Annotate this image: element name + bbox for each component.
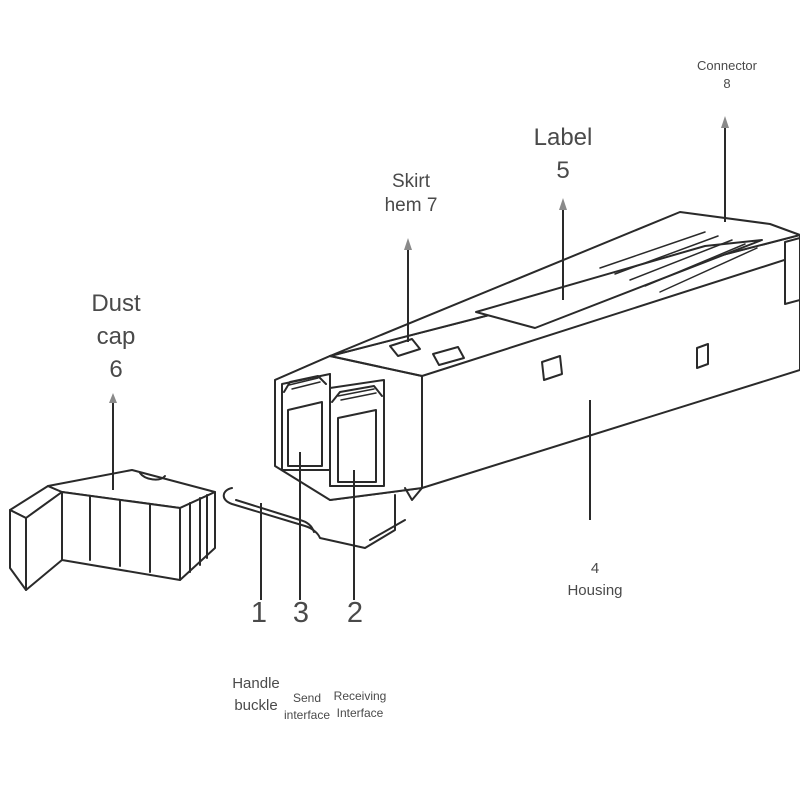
- label-handle-buckle: Handle buckle: [232, 673, 280, 717]
- housing-line1: Housing: [567, 582, 623, 599]
- send-port: [287, 401, 323, 467]
- send-interface-number: 3: [292, 597, 310, 629]
- label-receiving-interface: Receiving Interface: [334, 688, 387, 722]
- label-dust-cap: Dust cap 6: [91, 287, 140, 386]
- send-interface-line1: Send: [292, 691, 322, 705]
- skirt-hem-hole-1: [389, 338, 421, 357]
- connector-area: [784, 237, 800, 305]
- dust-cap-part: [9, 469, 216, 591]
- label-connector: Connector 8: [697, 57, 757, 93]
- skirt-hem-line1: Skirt: [392, 171, 430, 192]
- receiving-interface-line1: Receiving: [333, 689, 387, 703]
- label-skirt-hem: Skirt hem 7: [385, 170, 438, 218]
- receiving-interface-number: 2: [346, 597, 364, 629]
- connector-line1: Connector: [697, 58, 757, 73]
- dust-cap-line2: cap: [96, 323, 136, 350]
- dust-cap-number: 6: [109, 356, 123, 383]
- skirt-hem-line2: hem 7: [384, 195, 438, 216]
- optical-ports: [281, 373, 385, 487]
- leader-lines: [112, 128, 726, 600]
- label-line1: Label: [533, 124, 593, 151]
- dust-cap-line1: Dust: [91, 290, 141, 317]
- label-number: 5: [556, 157, 570, 184]
- skirt-hem-hole-2: [432, 346, 465, 366]
- receiving-interface-line2: Interface: [336, 706, 384, 720]
- housing-number: 4: [590, 560, 600, 577]
- send-interface-line2: interface: [283, 708, 331, 722]
- label-send-interface: Send interface: [284, 690, 330, 724]
- label-label: Label 5: [534, 121, 593, 187]
- label-housing: 4 Housing: [567, 558, 622, 602]
- handle-buckle-number: 1: [250, 597, 268, 629]
- leader-tips: [109, 116, 729, 403]
- handle-buckle-line1: Handle: [232, 675, 280, 692]
- receive-port: [337, 409, 377, 483]
- handle-buckle-line2: buckle: [234, 697, 278, 714]
- connector-number: 8: [723, 76, 731, 91]
- label-area: [475, 239, 763, 329]
